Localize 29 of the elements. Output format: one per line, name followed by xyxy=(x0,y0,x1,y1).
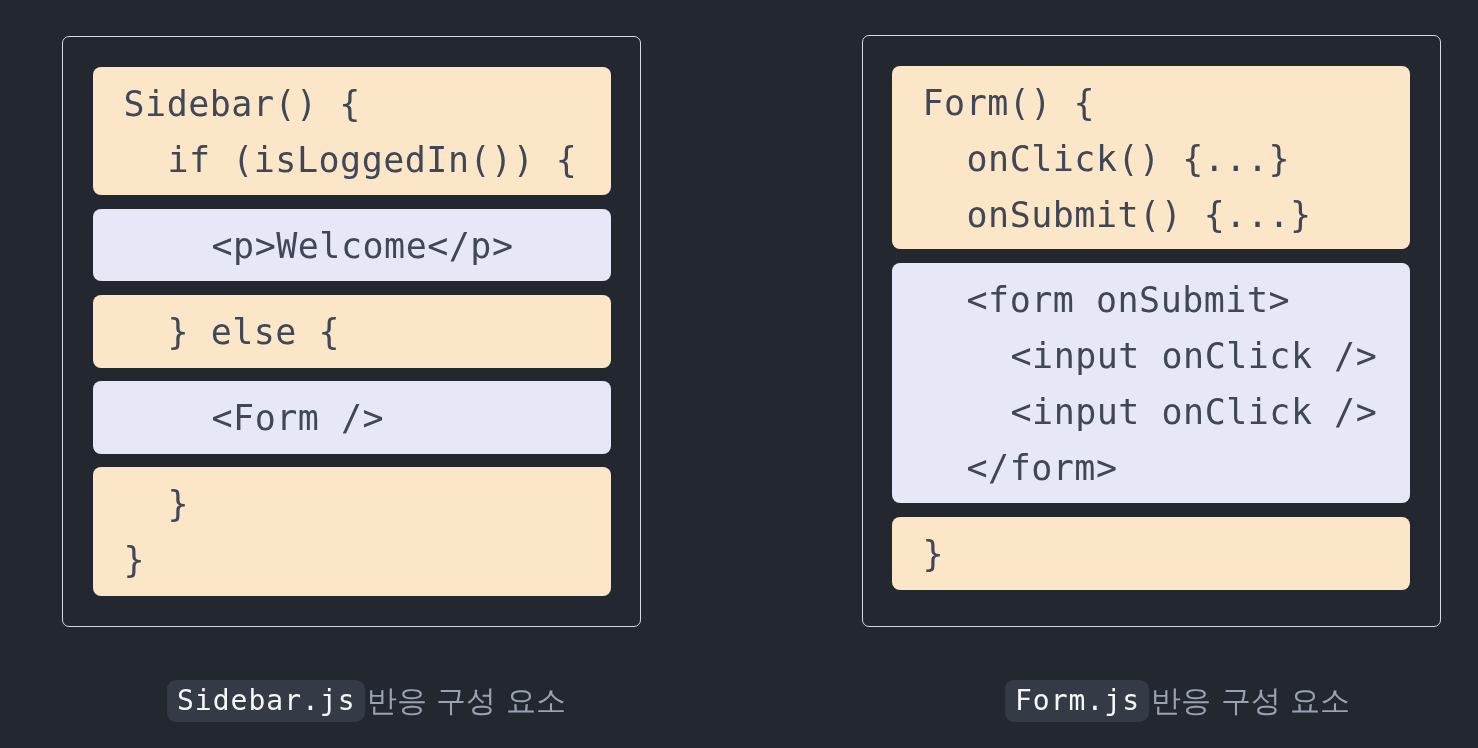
code-line: Sidebar() { xyxy=(123,82,361,126)
code-line: <input onClick /> xyxy=(1010,334,1378,378)
code-line: <form onSubmit> xyxy=(966,278,1291,322)
component-frame xyxy=(862,35,1441,627)
code-line: if (isLoggedIn()) { xyxy=(167,138,578,182)
code-line: } xyxy=(123,538,146,582)
file-name: Form.js xyxy=(1005,680,1149,722)
component-frame xyxy=(62,36,641,627)
code-line: <Form /> xyxy=(211,396,385,440)
code-block xyxy=(92,294,611,368)
code-block xyxy=(891,262,1410,503)
code-block xyxy=(891,516,1410,590)
code-line: <p>Welcome</p> xyxy=(211,224,514,268)
code-line: <input onClick /> xyxy=(1010,390,1378,434)
frame-label: 반응 구성 요소 xyxy=(1151,682,1351,720)
frame-label: 반응 구성 요소 xyxy=(366,682,566,720)
code-block xyxy=(92,380,611,454)
code-block xyxy=(891,65,1410,249)
code-line: } else { xyxy=(167,310,341,354)
code-line: Form() { xyxy=(922,81,1096,125)
code-line: </form> xyxy=(966,446,1118,490)
code-line: onClick() {...} xyxy=(966,137,1291,181)
code-line: onSubmit() {...} xyxy=(966,193,1312,237)
code-block xyxy=(92,208,611,281)
code-block xyxy=(92,466,611,596)
code-line: } xyxy=(922,532,945,576)
code-block xyxy=(92,66,611,195)
code-line: } xyxy=(167,482,190,526)
file-name: Sidebar.js xyxy=(167,680,365,722)
